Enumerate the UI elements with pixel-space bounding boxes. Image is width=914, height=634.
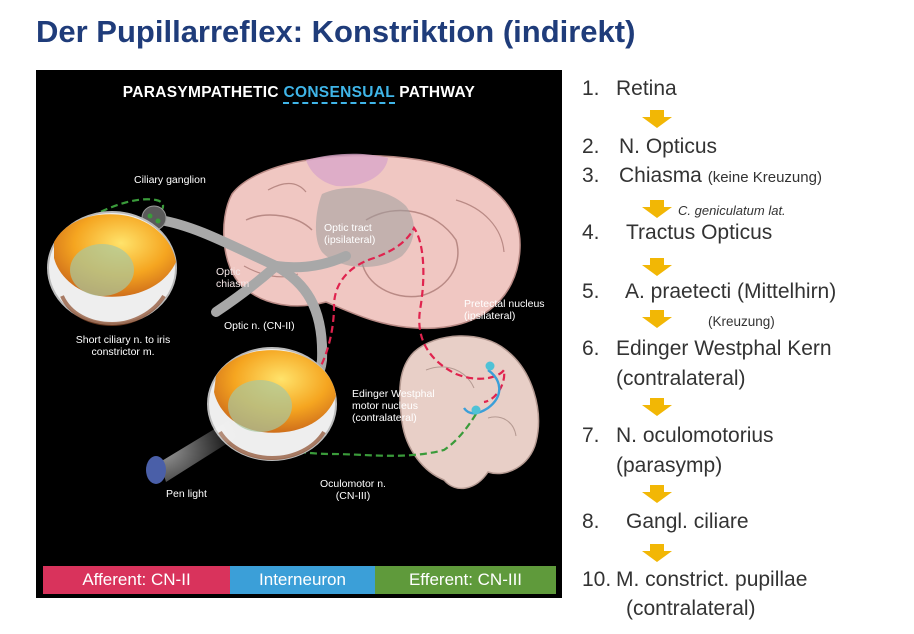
step-4-text: Tractus Opticus — [626, 221, 773, 244]
left-eye — [47, 211, 177, 327]
slide-title: Der Pupillarreflex: Konstriktion (indire… — [36, 14, 636, 49]
step-6-text: Edinger Westphal Kern — [616, 337, 832, 360]
pen-light — [146, 416, 242, 484]
step-7-num: 7. — [582, 424, 600, 447]
label-optic-nerve: Optic n. (CN-II) — [224, 320, 295, 332]
step-1-text: Retina — [616, 77, 677, 100]
note-geniculatum: C. geniculatum lat. — [678, 203, 786, 218]
step-6-num: 6. — [582, 337, 600, 360]
down-arrow-icon — [642, 485, 672, 503]
step-2: 2. N. Opticus — [582, 135, 717, 159]
step-6-sub: (contralateral) — [616, 367, 746, 390]
label-edinger-westphal: Edinger Westphal motor nucleus (contrala… — [352, 388, 435, 424]
step-7: 7. N. oculomotorius — [582, 424, 774, 448]
step-8: 8. Gangl. ciliare — [582, 510, 749, 534]
step-10: 10.M. constrict. pupillae — [582, 568, 807, 592]
step-4-num: 4. — [582, 221, 600, 244]
header-suffix: PATHWAY — [394, 84, 476, 101]
label-pretectal: Pretectal nucleus (ipsilateral) — [464, 298, 545, 322]
pathway-figure: PARASYMPATHETIC CONSENSUAL PATHWAY Cilia… — [36, 70, 562, 598]
optic-nerves — [155, 215, 351, 399]
step-1: 1. Retina — [582, 77, 677, 101]
step-5-num: 5. — [582, 280, 600, 303]
legend-efferent: Efferent: CN-III — [375, 566, 556, 594]
down-arrow-icon — [642, 310, 672, 328]
step-10-sub: (contralateral) — [626, 597, 756, 620]
step-8-num: 8. — [582, 510, 600, 533]
header-prefix: PARASYMPATHETIC — [122, 84, 284, 101]
label-ciliary-ganglion: Ciliary ganglion — [134, 174, 206, 186]
header-highlight: CONSENSUAL — [283, 84, 395, 104]
step-5: 5. A. praetecti (Mittelhirn) — [582, 280, 836, 304]
pathway-illustration — [47, 153, 540, 490]
step-8-text: Gangl. ciliare — [626, 510, 749, 533]
note-kreuzung: (Kreuzung) — [708, 314, 775, 329]
legend-interneuron: Interneuron — [230, 566, 375, 594]
down-arrow-icon — [642, 544, 672, 562]
legend-afferent: Afferent: CN-II — [43, 566, 230, 594]
label-pen-light: Pen light — [166, 488, 207, 500]
step-7-sub: (parasymp) — [616, 454, 723, 477]
label-oculomotor: Oculomotor n. (CN-III) — [320, 478, 386, 502]
step-4: 4. Tractus Opticus — [582, 221, 772, 245]
interneuron-path — [463, 369, 501, 415]
step-3-text: Chiasma — [619, 164, 702, 187]
step-3-num: 3. — [582, 164, 600, 187]
step-1-num: 1. — [582, 77, 600, 100]
down-arrow-icon — [642, 110, 672, 128]
label-optic-tract: Optic tract (ipsilateral) — [324, 222, 376, 246]
step-10-text: M. constrict. pupillae — [616, 568, 808, 591]
step-6: 6. Edinger Westphal Kern — [582, 337, 832, 361]
down-arrow-icon — [642, 258, 672, 276]
step-10-num: 10. — [582, 568, 612, 591]
step-2-text: N. Opticus — [619, 135, 718, 158]
step-3: 3. Chiasma (keine Kreuzung) — [582, 164, 822, 188]
down-arrow-icon — [642, 200, 672, 218]
step-3-extra: (keine Kreuzung) — [707, 169, 822, 186]
step-2-num: 2. — [582, 135, 600, 158]
pathway-legend: Afferent: CN-II Interneuron Efferent: CN… — [43, 566, 556, 594]
figure-header: PARASYMPATHETIC CONSENSUAL PATHWAY — [36, 84, 562, 104]
step-5-text: A. praetecti (Mittelhirn) — [625, 280, 837, 303]
label-short-ciliary: Short ciliary n. to iris constrictor m. — [75, 334, 171, 358]
down-arrow-icon — [642, 398, 672, 416]
step-7-text: N. oculomotorius — [616, 424, 774, 447]
label-optic-chiasm: Optic chiasm — [216, 266, 250, 290]
afferent-path — [303, 225, 506, 404]
efferent-path — [265, 413, 477, 457]
